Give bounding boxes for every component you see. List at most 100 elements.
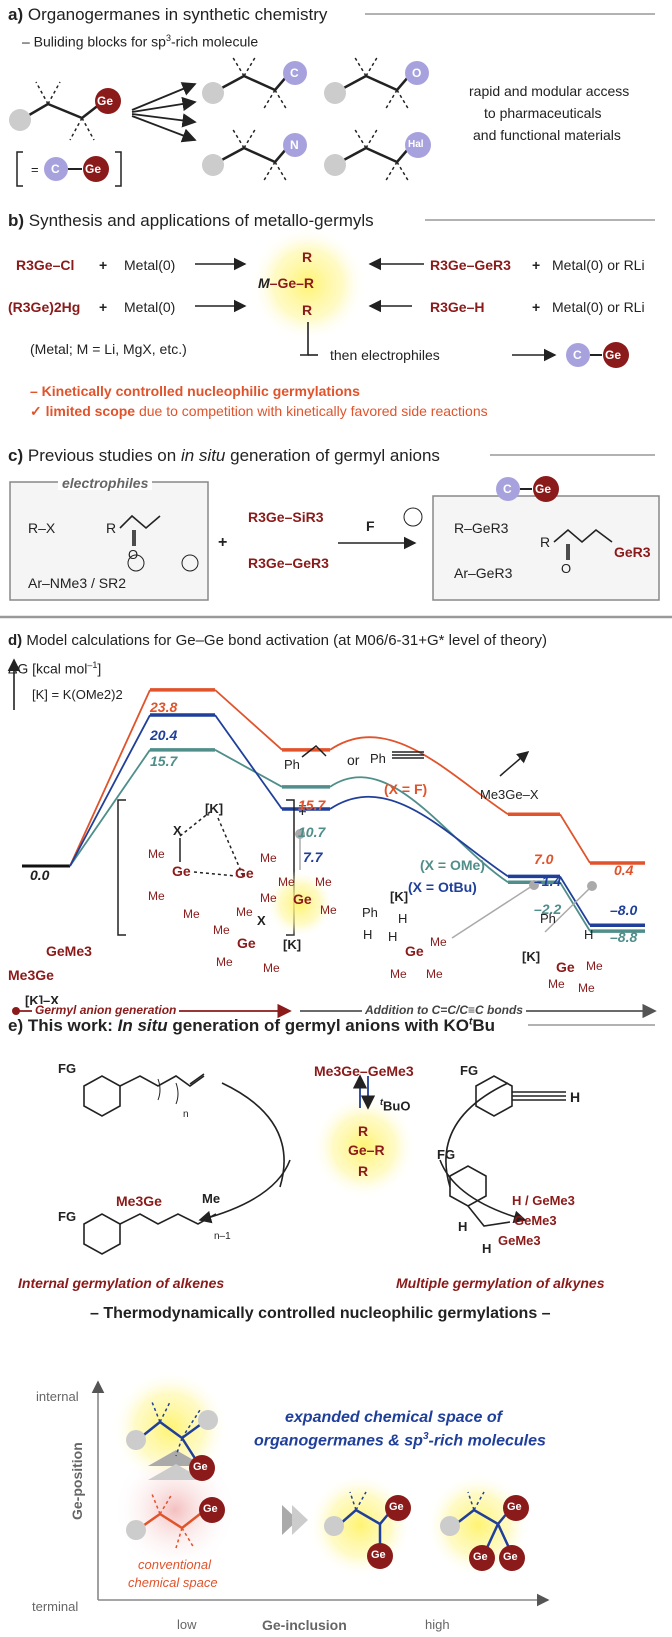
panel-e-ital: In situ bbox=[117, 1016, 168, 1035]
equilibrium-arrows bbox=[352, 1074, 376, 1110]
y-axis-label: ΔG [kcal mol–1] bbox=[8, 661, 101, 676]
x-high: high bbox=[425, 1617, 450, 1632]
ge-ball bbox=[189, 1455, 215, 1481]
reactant-kx: [K]–X bbox=[25, 993, 59, 1008]
alkyne-h: H bbox=[570, 1089, 581, 1105]
panel-b-arrows bbox=[195, 257, 557, 362]
silylgermane-formula: R3Ge–SiR3 bbox=[248, 509, 324, 525]
prod1-ph: Ph bbox=[362, 905, 378, 920]
addition-label: Addition to C=C/C≡C bonds bbox=[362, 1004, 526, 1016]
n-subscript: n bbox=[183, 1109, 189, 1120]
limited-scope-line: ✓ limited scope due to competition with … bbox=[30, 404, 488, 418]
atom-ge-label: Ge bbox=[97, 94, 114, 108]
panel-e-heading: e) This work: In situ generation of germ… bbox=[8, 1017, 495, 1034]
y-axis-label-text: ΔG [kcal mol bbox=[8, 660, 88, 677]
tbuo-label: tBuO bbox=[380, 1098, 410, 1113]
value-ome-p1: –2.2 bbox=[534, 901, 562, 917]
me3gex-label: Me3Ge–X bbox=[480, 787, 539, 802]
dagger-symbol: ‡ bbox=[298, 801, 307, 818]
plus-sign: + bbox=[99, 299, 108, 315]
value-start: 0.0 bbox=[30, 867, 50, 883]
ge-ball bbox=[385, 1495, 411, 1521]
y-axis-close: ] bbox=[97, 660, 102, 677]
y-internal: internal bbox=[36, 1389, 79, 1404]
panel-b-heading: b) Synthesis and applications of metallo… bbox=[8, 212, 374, 229]
ge-ball bbox=[95, 88, 121, 114]
panel-a-heading: a) Organogermanes in synthetic chemistry bbox=[8, 6, 327, 23]
series-connector-0 bbox=[69, 689, 591, 867]
int-me: Me bbox=[278, 875, 295, 889]
ge-ball bbox=[83, 156, 109, 182]
ts-ge-1: Ge bbox=[172, 863, 191, 879]
enone-structure bbox=[119, 514, 161, 546]
fg-label: FG bbox=[58, 1209, 77, 1224]
plus-sign: + bbox=[532, 299, 541, 315]
expanded-line-2: organogermanes & sp3-rich molecules bbox=[254, 1432, 546, 1449]
ge-ball-label: Ge bbox=[507, 1501, 522, 1513]
ts-ge-2: Ge bbox=[235, 865, 254, 881]
atom-ge-label: Ge bbox=[605, 348, 622, 362]
product-ketone-r: R bbox=[540, 534, 551, 550]
int-x: X bbox=[257, 913, 266, 928]
internal-alkenes-caption: Internal germylation of alkenes bbox=[18, 1275, 225, 1291]
kinetic-line: – Kinetically controlled nucleophilic ge… bbox=[30, 383, 360, 399]
transition-state-bracket bbox=[117, 799, 295, 936]
prod2-me: Me bbox=[586, 959, 603, 973]
ge-ball-label: Ge bbox=[203, 1503, 218, 1515]
prod2-k: [K] bbox=[522, 949, 541, 964]
value-otbu-ts: 20.4 bbox=[150, 727, 178, 743]
c-ball bbox=[44, 157, 68, 181]
expanded-tail: -rich molecules bbox=[428, 1432, 546, 1450]
panel-d-heading: d) Model calculations for Ge–Ge bond act… bbox=[8, 633, 547, 648]
ge-ball-label: Ge bbox=[193, 1461, 208, 1473]
fg-label: FG bbox=[58, 1061, 77, 1076]
germyl-anion-glow bbox=[312, 1095, 416, 1199]
anion-r-top: R bbox=[358, 1123, 369, 1139]
atom-c-label: C bbox=[573, 348, 582, 362]
prod1-h: H bbox=[388, 929, 398, 944]
ts-me: Me bbox=[148, 847, 165, 861]
ge-ball-label: Ge bbox=[371, 1549, 386, 1561]
limited-bold: limited scope bbox=[45, 403, 136, 419]
y-terminal: terminal bbox=[32, 1599, 79, 1614]
panel-c-pre: Previous studies on bbox=[27, 446, 177, 465]
value-otbu-p1: –1.4 bbox=[534, 873, 562, 889]
subheading-sup: 3 bbox=[165, 33, 171, 43]
arylammonium: Ar–NMe3 / SR2 bbox=[28, 575, 127, 591]
metal-m: M bbox=[258, 275, 270, 291]
r3ge2hg-formula: (R3Ge)2Hg bbox=[8, 299, 81, 315]
anion-ge: Ge–R bbox=[348, 1142, 385, 1158]
atom-n-label: N bbox=[290, 138, 299, 152]
ts-k: [K] bbox=[205, 801, 224, 816]
ge-ball-label: Ge bbox=[389, 1501, 404, 1513]
reactant-me3ge: Me3Ge bbox=[8, 967, 54, 983]
germyl-r-top: R bbox=[302, 249, 313, 265]
product-ar-ger3: Ar–GeR3 bbox=[454, 565, 513, 581]
panel-c-post: generation of germyl anions bbox=[230, 446, 440, 465]
prod1-k: [K] bbox=[390, 889, 409, 904]
prod2-h: H bbox=[584, 927, 594, 942]
product-r-ger3-text: R–GeR3 bbox=[454, 520, 509, 536]
panel-a-letter: a) bbox=[8, 5, 24, 24]
product-molecule-n bbox=[217, 127, 288, 183]
germane-formula: R3Ge–H bbox=[430, 299, 485, 315]
substituent-dot bbox=[9, 109, 31, 131]
panel-b-letter: b) bbox=[8, 211, 25, 230]
value-ome-p2: –8.8 bbox=[610, 929, 638, 945]
energy-plot bbox=[22, 688, 645, 933]
fg-label: FG bbox=[437, 1147, 456, 1162]
digermane-formula: R3Ge–GeR3 bbox=[248, 555, 329, 571]
panel-a-subheading: – Buliding blocks for sp3-rich molecule bbox=[22, 34, 258, 49]
aryl-rings bbox=[83, 1073, 566, 1255]
alkyne-product-h: H bbox=[482, 1241, 492, 1256]
ge-ball bbox=[469, 1545, 495, 1571]
alkene-product-me: Me bbox=[202, 1191, 221, 1206]
alkyne-ph: Ph bbox=[370, 751, 386, 766]
product-molecule-o bbox=[339, 55, 410, 111]
products-box bbox=[432, 495, 660, 601]
panel-d-title: Model calculations for Ge–Ge bond activa… bbox=[26, 632, 548, 649]
metal-or-rli: Metal(0) or RLi bbox=[552, 299, 645, 315]
panel-e-t: t bbox=[469, 1016, 473, 1028]
ge-ball-label: Ge bbox=[473, 1551, 488, 1563]
value-f-p1: 7.0 bbox=[534, 851, 554, 867]
